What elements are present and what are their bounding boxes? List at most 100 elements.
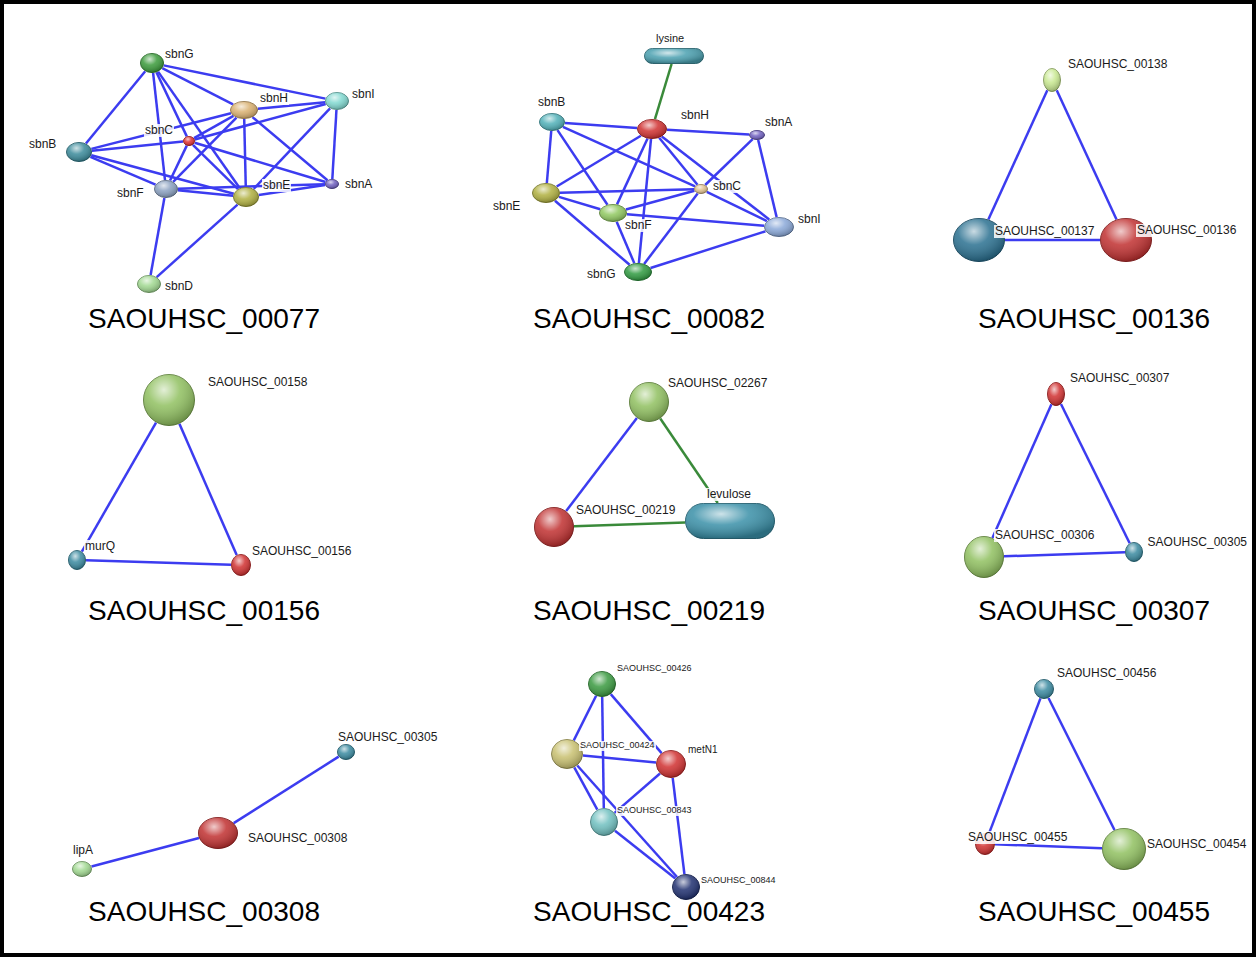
interaction-edge (988, 90, 1047, 219)
protein-node: metN1 (656, 750, 686, 778)
protein-node: SAOUHSC_00305 (1125, 542, 1143, 562)
panel-title: SAOUHSC_00307 (978, 596, 1210, 627)
protein-node: sbnI (764, 217, 794, 237)
panel-title: SAOUHSC_00423 (533, 897, 765, 928)
protein-node: sbnB (66, 142, 92, 162)
interaction-edge (179, 424, 236, 555)
node-shape (534, 507, 574, 547)
interaction-edge (758, 140, 776, 217)
protein-node: SAOUHSC_00308 (198, 817, 238, 849)
interaction-edge (178, 190, 233, 196)
protein-node: SAOUHSC_00426 (588, 671, 616, 697)
node-shape (230, 101, 258, 119)
interaction-edge (157, 205, 238, 278)
node-label: SAOUHSC_00456 (1056, 667, 1157, 680)
protein-node: sbnE (233, 187, 259, 207)
interaction-edge (86, 560, 231, 564)
interaction-edge (602, 697, 604, 808)
node-label: sbnA (764, 116, 793, 129)
interaction-edge (651, 231, 766, 268)
interaction-edge (1005, 239, 1100, 242)
node-shape (1043, 68, 1061, 92)
node-label: sbnC (144, 124, 174, 137)
node-shape (588, 671, 616, 697)
interaction-edge (615, 831, 675, 879)
panel-title: SAOUHSC_00077 (88, 304, 320, 335)
interaction-edge (617, 139, 648, 205)
interaction-edge (667, 130, 749, 135)
node-shape (599, 204, 627, 222)
node-shape (749, 130, 765, 140)
protein-node: sbnA (749, 130, 765, 140)
protein-node: sbnF (154, 180, 178, 198)
interaction-edge (1004, 552, 1125, 556)
interaction-edge (173, 118, 236, 182)
interaction-edge (662, 137, 769, 220)
node-label: SAOUHSC_00307 (1069, 372, 1170, 385)
node-shape (644, 48, 704, 64)
node-shape (72, 861, 92, 877)
node-label: sbnF (116, 187, 145, 200)
interaction-edge (193, 145, 238, 189)
interaction-edge (1048, 698, 1114, 830)
node-label: SAOUHSC_00844 (700, 876, 777, 886)
panel-title: SAOUHSC_00455 (978, 897, 1210, 928)
interaction-edge (560, 189, 694, 192)
protein-node: SAOUHSC_00138 (1043, 68, 1061, 92)
node-shape (1047, 382, 1065, 406)
interaction-edge (195, 143, 326, 182)
protein-node: SAOUHSC_00454 (1102, 828, 1146, 870)
node-label: sbnI (351, 88, 376, 101)
interaction-edge (92, 142, 183, 151)
node-shape (1102, 828, 1146, 870)
protein-node: lipA (72, 861, 92, 877)
interaction-edge (82, 423, 156, 552)
node-shape (137, 275, 161, 293)
interaction-edge (583, 756, 656, 763)
protein-node: sbnA (325, 179, 339, 189)
interaction-edge (626, 191, 695, 210)
node-label: lipA (72, 844, 94, 857)
protein-node: sbnC (183, 136, 195, 146)
protein-node: sbnB (539, 113, 565, 131)
node-label: SAOUHSC_00138 (1067, 58, 1168, 71)
node-label: SAOUHSC_00454 (1146, 838, 1247, 851)
node-label: SAOUHSC_00308 (247, 832, 348, 845)
protein-node: SAOUHSC_00843 (590, 808, 618, 836)
node-label: sbnE (262, 179, 291, 192)
node-label: SAOUHSC_00158 (207, 376, 308, 389)
node-shape (1034, 679, 1054, 699)
node-label: sbnD (164, 280, 194, 293)
protein-node: SAOUHSC_00455 (975, 833, 995, 855)
interaction-edge (566, 418, 637, 511)
interaction-edge (1057, 90, 1117, 219)
interaction-edge (555, 201, 630, 265)
protein-node: SAOUHSC_00305 (337, 744, 355, 760)
node-label: SAOUHSC_00219 (575, 504, 676, 517)
interaction-edge (91, 838, 199, 866)
chemical-node: levulose (685, 503, 775, 539)
node-shape (143, 374, 195, 426)
node-label: sbnH (259, 92, 289, 105)
node-label: sbnF (624, 219, 653, 232)
node-label: SAOUHSC_00455 (967, 831, 1068, 844)
interaction-edge (195, 104, 326, 139)
node-shape (66, 142, 92, 162)
protein-node: SAOUHSC_02267 (629, 382, 669, 422)
node-shape (685, 503, 775, 539)
interaction-edge (234, 757, 339, 823)
node-label: sbnC (712, 180, 742, 193)
protein-node: sbnE (532, 183, 560, 203)
protein-node: sbnI (325, 92, 349, 110)
interaction-edge (162, 68, 233, 104)
node-label: sbnI (797, 213, 822, 226)
interaction-edge (995, 844, 1102, 848)
node-label: metN1 (687, 744, 718, 755)
protein-node: SAOUHSC_00307 (1047, 382, 1065, 406)
interaction-edge (559, 197, 600, 209)
node-label: SAOUHSC_00156 (251, 545, 352, 558)
node-label: SAOUHSC_02267 (667, 377, 768, 390)
interaction-edge (547, 131, 551, 183)
node-shape (183, 136, 195, 146)
node-shape (154, 180, 178, 198)
